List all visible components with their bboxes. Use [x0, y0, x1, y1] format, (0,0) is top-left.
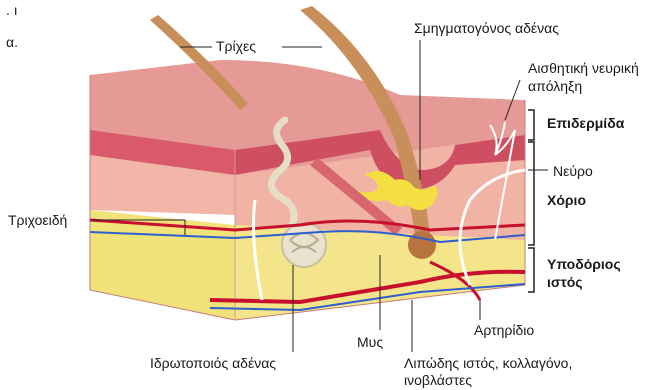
hair-bulb — [408, 231, 436, 259]
bracket-epidermis — [528, 110, 534, 140]
label-adipose-1: Λιπώδης ιστός, κολλαγόνο, — [404, 355, 572, 371]
label-sensory-ending-1: Αισθητική νευρική — [528, 60, 639, 76]
bracket-dermis — [528, 142, 534, 245]
label-adipose-2: ινοβλάστες — [404, 372, 472, 388]
sweat-coil — [282, 223, 326, 267]
bracket-subcutaneous — [528, 248, 534, 292]
label-subcutaneous-1: Υποδόριος — [547, 256, 621, 272]
label-nerve: Νεύρο — [553, 163, 593, 179]
label-sensory-ending-2: απόληξη — [528, 78, 582, 94]
label-epidermis: Επιδερμίδα — [547, 115, 624, 131]
label-sebaceous-gland: Σμηγματογόνος αδένας — [414, 20, 559, 36]
label-arteriole: Αρτηρίδιο — [474, 322, 534, 338]
label-capillaries: Τριχοειδή — [8, 212, 67, 228]
label-dermis: Χόριο — [547, 192, 586, 208]
label-hairs: Τρίχες — [216, 38, 256, 54]
label-muscle: Μυς — [357, 334, 383, 350]
label-sweat-gland: Ιδρωτοποιός αδένας — [150, 355, 276, 371]
label-subcutaneous-2: ιστός — [547, 274, 583, 290]
